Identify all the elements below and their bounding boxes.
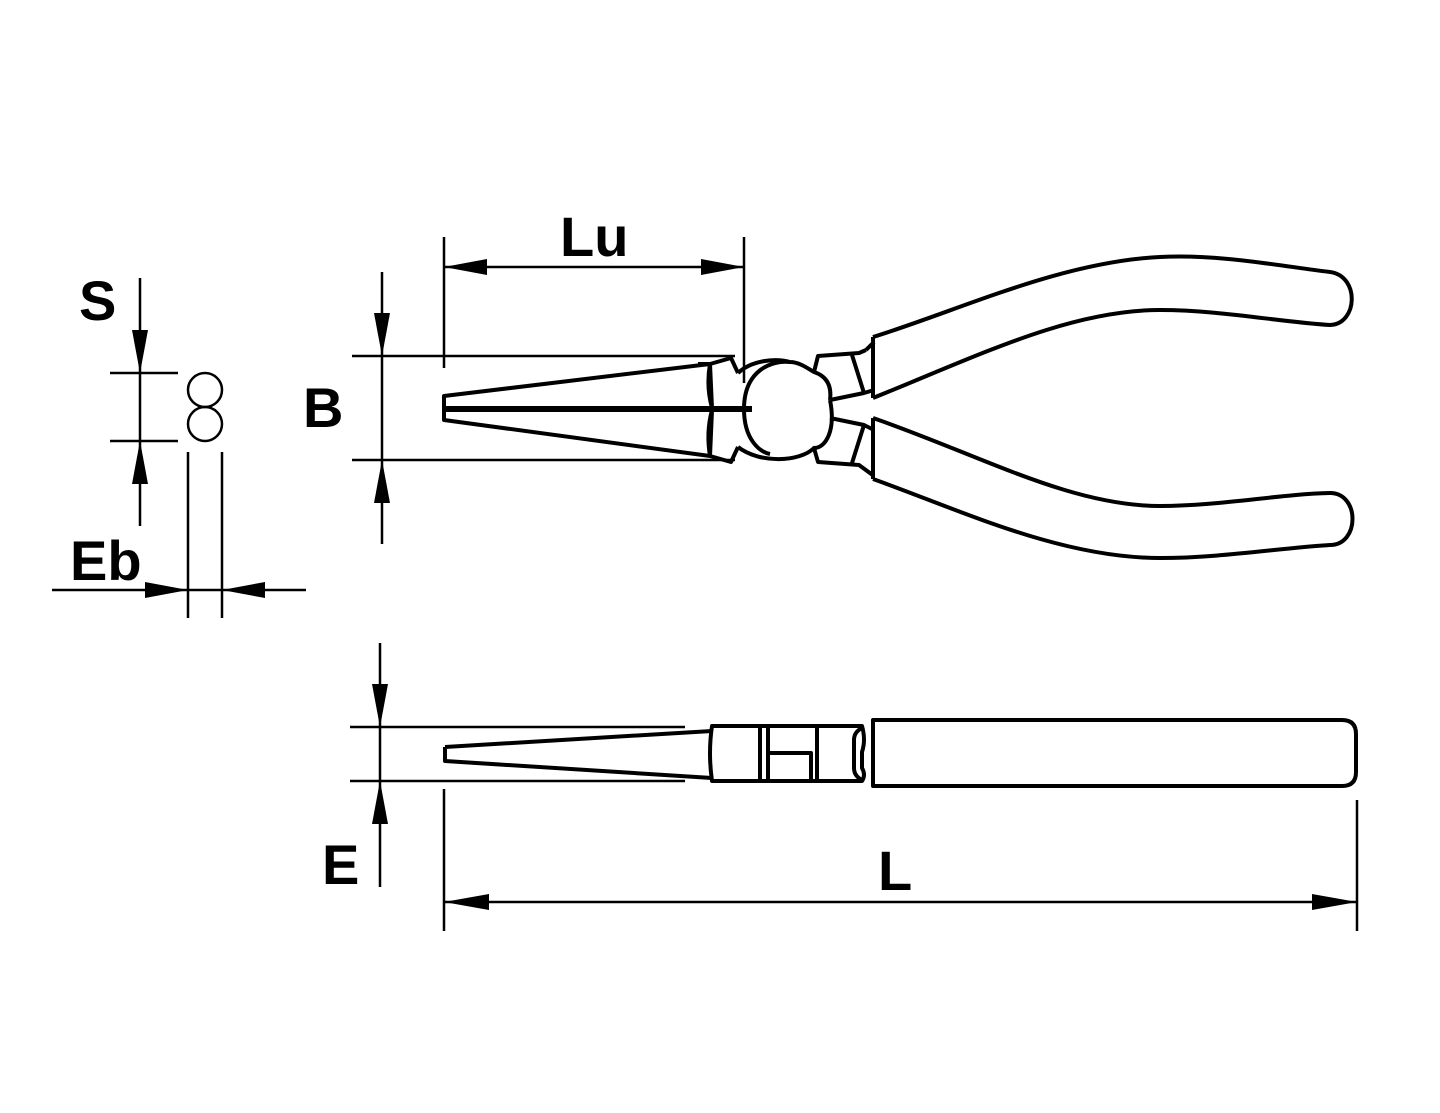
dimension-label-B: B — [303, 376, 343, 439]
dimension-E: E — [322, 643, 685, 896]
dimension-label-S: S — [79, 269, 116, 332]
dimension-label-E: E — [322, 833, 359, 896]
side-collar — [852, 726, 863, 782]
side-joint-step — [768, 751, 813, 780]
side-joint-block — [708, 724, 866, 783]
collar-lower — [850, 424, 866, 464]
dimension-label-Lu: Lu — [560, 205, 628, 268]
arrow-right-icon — [145, 582, 188, 598]
joint-bottom — [736, 445, 876, 478]
lower-jaw — [442, 407, 714, 458]
side-handle — [871, 718, 1358, 788]
dimension-B: B — [303, 272, 735, 544]
joint-arc-top — [736, 358, 791, 375]
dimension-L: L — [442, 789, 1359, 931]
pliers-side-view — [443, 718, 1358, 788]
upper-jaw — [442, 362, 714, 411]
arrow-down-icon — [132, 330, 148, 373]
dimension-label-Eb: Eb — [70, 529, 142, 592]
arrow-up-icon — [372, 781, 388, 824]
joint-top — [742, 340, 876, 410]
arrow-left-icon — [444, 259, 487, 275]
arrow-up-icon — [132, 441, 148, 484]
arrow-down-icon — [372, 684, 388, 727]
dimension-Eb: Eb — [52, 452, 306, 618]
section-circle-top — [186, 371, 224, 409]
upper-handle — [871, 254, 1354, 400]
joint-arc-left — [742, 408, 771, 456]
dimension-Lu: Lu — [442, 205, 746, 383]
side-jaw — [443, 729, 713, 780]
jaw-curve-lower — [706, 409, 714, 457]
joint-arc-right — [813, 370, 833, 401]
section-circle-bottom — [186, 405, 224, 443]
dimension-label-L: L — [878, 839, 912, 902]
jaw-base-lower — [709, 446, 740, 464]
arrow-right-icon — [701, 259, 744, 275]
tip-cross-section — [186, 371, 224, 443]
neck-upper — [829, 388, 875, 402]
pliers-front-view — [442, 254, 1355, 560]
neck-lower — [829, 416, 875, 432]
arrow-right-icon — [1312, 894, 1357, 910]
arrow-up-icon — [374, 460, 390, 503]
joint-arc-bottom — [813, 399, 834, 450]
collar-upper — [850, 354, 866, 394]
jaw-curve-upper — [706, 363, 714, 409]
arrow-left-icon — [222, 582, 265, 598]
arrow-down-icon — [374, 313, 390, 356]
lower-handle — [871, 416, 1355, 560]
dimension-S: S — [79, 269, 178, 526]
arrow-left-icon — [444, 894, 489, 910]
